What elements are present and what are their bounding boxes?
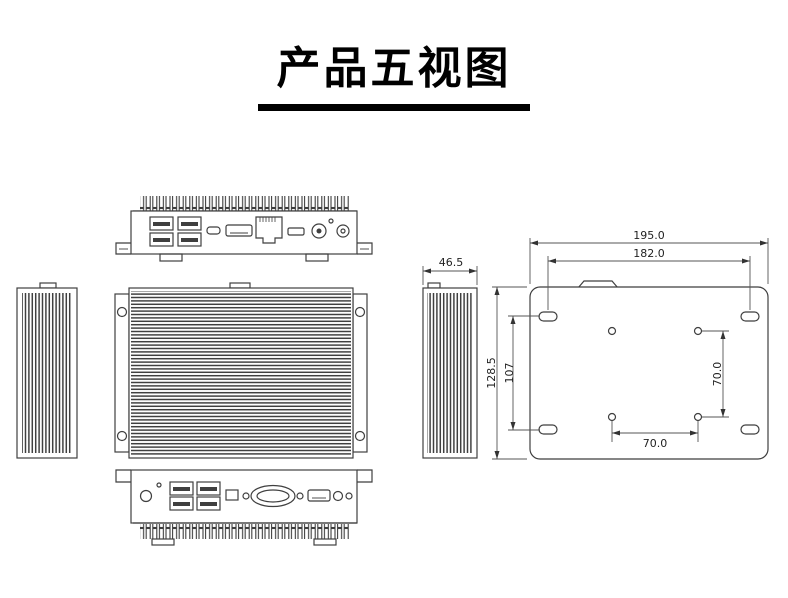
mount-slot: [740, 424, 760, 435]
power-button: [311, 223, 327, 239]
rear-left-ear: [115, 242, 131, 255]
flange-hole: [116, 306, 128, 318]
front-right-foot: [313, 538, 337, 546]
vga-port: [242, 484, 304, 508]
bottom-view: [529, 280, 769, 460]
antenna-hole: [139, 489, 153, 503]
display-port: [225, 224, 253, 237]
right-side-fins: [427, 293, 473, 453]
usb-c-port: [206, 226, 221, 235]
title-underline: [258, 103, 530, 111]
rear-view: [115, 196, 373, 262]
mount-slot: [538, 424, 558, 435]
dim-slot-span-x-label: 182.0: [633, 247, 665, 260]
top-view: [114, 282, 368, 459]
led-indicator: [156, 482, 162, 488]
left-mount-flange: [114, 293, 130, 453]
front-heatsink-fins: [140, 524, 350, 539]
flange-hole: [354, 430, 366, 442]
dim-vesa-span-x-label: 70.0: [643, 437, 668, 450]
aux-port: [225, 489, 239, 501]
vesa-hole: [693, 326, 703, 336]
bottom-view-dimensions: 195.0 182.0 128.5 107 70.0 70.: [485, 229, 769, 460]
sim-slot: [287, 227, 305, 236]
dim-base-width-label: 195.0: [633, 229, 665, 242]
dim-vesa-span-y-label: 70.0: [711, 362, 724, 387]
rear-right-foot: [305, 253, 329, 262]
mount-slot: [740, 311, 760, 322]
vesa-hole: [607, 412, 617, 422]
ethernet-port: [255, 216, 283, 244]
audio-jack: [345, 492, 353, 500]
front-usb-ports: [169, 481, 221, 511]
led-indicator: [328, 218, 334, 224]
flange-hole: [354, 306, 366, 318]
front-view: [115, 469, 373, 546]
top-view-fins: [131, 291, 351, 455]
dim-side-width-label: 46.5: [439, 256, 464, 269]
audio-jack: [332, 490, 344, 502]
right-side-view: [422, 282, 478, 459]
flange-hole: [116, 430, 128, 442]
vesa-hole: [693, 412, 703, 422]
hdmi-port: [307, 489, 331, 502]
dim-base-height-label: 128.5: [485, 357, 498, 389]
right-side-tab: [427, 282, 441, 289]
page-header: 产品五视图: [0, 44, 788, 111]
page-title: 产品五视图: [276, 44, 512, 93]
left-side-tab: [39, 282, 57, 289]
front-body: [130, 469, 358, 524]
front-left-ear: [115, 469, 131, 483]
left-side-fins: [22, 293, 72, 453]
front-right-ear: [357, 469, 373, 483]
left-side-view: [16, 282, 78, 459]
dc-jack: [336, 224, 350, 238]
right-mount-flange: [352, 293, 368, 453]
dim-side-width: 46.5: [422, 256, 478, 285]
dim-slot-span-y-label: 107: [503, 363, 516, 384]
vesa-hole: [607, 326, 617, 336]
top-view-tab: [229, 282, 251, 289]
front-left-foot: [151, 538, 175, 546]
power-button-dot: [316, 228, 322, 234]
rear-right-ear: [357, 242, 373, 255]
rear-usb-ports: [149, 216, 202, 247]
base-plate: [529, 286, 769, 460]
dc-jack-pin: [340, 228, 346, 234]
mount-slot: [538, 311, 558, 322]
rear-heatsink-fins: [140, 196, 350, 211]
rear-left-foot: [159, 253, 183, 262]
